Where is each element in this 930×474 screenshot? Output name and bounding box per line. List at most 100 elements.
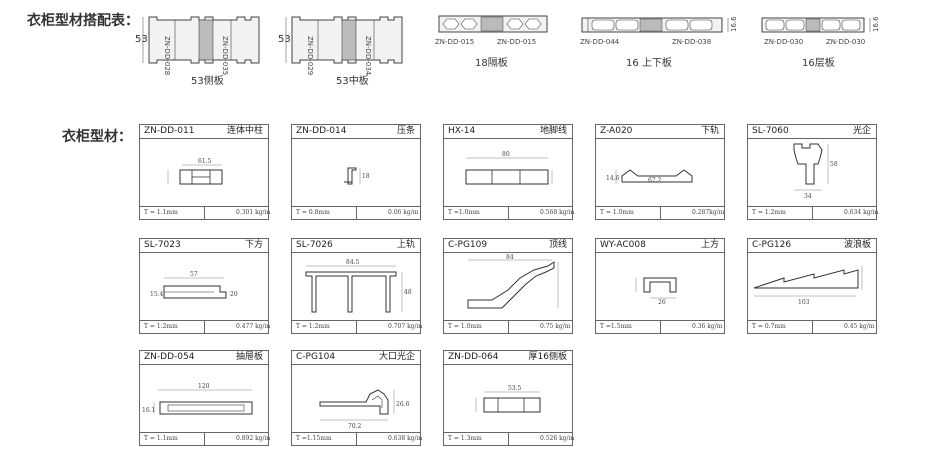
dim-label: 61.5 [198,158,212,165]
profile-weight: 0.287kg/m [692,209,725,216]
profile-code: SL-7026 [296,240,333,250]
profile-name: 连体中柱 [226,126,263,136]
profile-drawing: 84.5 48 [305,259,412,313]
dim-label: 15.4 [150,291,164,298]
dim-label: 20 [230,291,238,298]
profile-thickness: T =1.15mm [296,435,332,442]
profile-thickness: T = 1.2mm [296,323,330,330]
profile-thickness: T = 1.1mm [144,435,178,442]
profile-thickness: T =1.0mm [448,209,480,216]
profile-card: WY-AC008 上方 26 T =1.5mm 0.36 kg/m [595,238,725,334]
assembly-label-left: ZN-DD-044 [580,38,620,46]
profile-name: 压条 [396,126,415,136]
profile-name: 下轨 [700,126,719,136]
assembly-dim: 16.6 [872,16,880,32]
assembly-label-right: ZN-DD-038 [672,38,712,46]
profile-thickness: T = 1.2mm [752,209,786,216]
profile-card: SL-7026 上轨 84.5 48 T = 1.2mm 0.707 kg/m [291,238,423,334]
profile-weight: 0.75 kg/m [540,323,571,330]
dim-label: 84.5 [346,259,360,266]
dim-label: 48 [404,289,412,296]
profile-name: 上轨 [396,240,415,250]
profile-code: WY-AC008 [600,240,646,250]
profile-drawing: 103 [753,266,863,306]
assembly-18-partition-drawing [438,15,548,33]
profile-name: 大口光企 [378,352,415,362]
profile-code: Z-A020 [600,126,633,136]
dim-label: 67.2 [648,177,662,184]
profile-name: 光企 [852,126,871,136]
assembly-label-right: ZN-DD-034 [364,36,372,76]
profile-thickness: T = 1.1mm [144,209,178,216]
profile-name: 上方 [700,240,719,250]
profile-drawing: 80 [465,151,553,185]
assembly-53-middle-drawing [285,16,403,64]
dim-label: 14.6 [606,175,620,182]
profile-weight: 0.36 kg/m [692,323,723,330]
profile-thickness: T = 1.2mm [144,323,178,330]
assembly-16-shelf-drawing [761,17,871,33]
dim-label: 84 [506,254,514,261]
profile-drawing: 67.2 14.6 [606,169,693,184]
profile-weight: 0.707 kg/m [388,323,423,330]
assembly-label-left: ZN-DD-028 [163,36,171,76]
assembly-caption: 18隔板 [475,58,508,69]
dim-label: 120 [198,383,210,390]
assembly-label-left: ZN-DD-015 [435,38,475,46]
profile-weight: 0.526 kg/m [540,435,575,442]
profile-weight: 0.638 kg/m [388,435,423,442]
profile-code: C-PG109 [448,240,488,250]
assembly-label-right: ZN-DD-015 [497,38,537,46]
profile-code: ZN-DD-011 [144,126,195,136]
assembly-53-side-panel: 53 ZN-DD-028 ZN-DD-035 53侧板 [135,12,275,90]
profile-drawing: 70.2 26.6 [319,389,410,430]
assembly-label-left: ZN-DD-029 [306,36,314,76]
assembly-dim: 16.6 [730,16,738,32]
profile-card: C-PG104 大口光企 70.2 26.6 T =1.15mm 0.638 kg/… [291,350,423,446]
profile-thickness: T = 1.3mm [448,435,482,442]
profile-code: SL-7023 [144,240,181,250]
profile-drawing: 26 [635,277,677,306]
dim-label: 103 [798,299,810,306]
assembly-dim: 53 [135,34,148,45]
profile-thickness: T = 0.7mm [752,323,786,330]
assembly-label-right: ZN-DD-030 [826,38,866,46]
assembly-caption: 53侧板 [191,76,224,87]
profile-drawing: 84 [467,254,559,309]
profile-code: ZN-DD-054 [144,352,195,362]
profile-drawing: 58 34 [793,143,838,200]
profile-name: 波浪板 [843,240,871,250]
profile-weight: 0.301 kg/m [236,209,271,216]
assembly-16-top-bottom-drawing [581,17,729,33]
profile-thickness: T =1.5mm [600,323,632,330]
profile-card: C-PG126 波浪板 103 T = 0.7mm 0.45 kg/m [747,238,877,334]
assembly-53-side-drawing [142,16,260,64]
profile-weight: 0.477 kg/m [236,323,271,330]
profile-thickness: T = 1.0mm [448,323,482,330]
profile-code: C-PG126 [752,240,792,250]
dim-label: 57 [190,271,198,278]
profile-code: C-PG104 [296,352,336,362]
dim-label: 26.6 [396,401,410,408]
profile-weight: 0.892 kg/m [236,435,271,442]
profile-weight: 0.45 kg/m [844,323,875,330]
assembly-18-partition: ZN-DD-015 ZN-DD-015 18隔板 [435,10,555,70]
assembly-53-middle-panel: 53 ZN-DD-029 ZN-DD-034 53中板 [278,12,418,90]
profile-card: ZN-DD-011 连体中柱 61.5 T = 1.1mm 0.301 kg/m [139,124,271,220]
profile-drawing: 57 15.4 20 [150,271,238,299]
assembly-caption: 16层板 [802,58,835,69]
dim-label: 26 [658,299,666,306]
profile-weight: 0.568 kg/m [540,209,575,216]
profile-code: SL-7060 [752,126,789,136]
assembly-dim: 53 [278,34,291,45]
profile-drawing: 53.5 [475,385,541,413]
profile-drawing: 61.5 [167,158,223,185]
profile-weight: 0.06 kg/m [388,209,419,216]
